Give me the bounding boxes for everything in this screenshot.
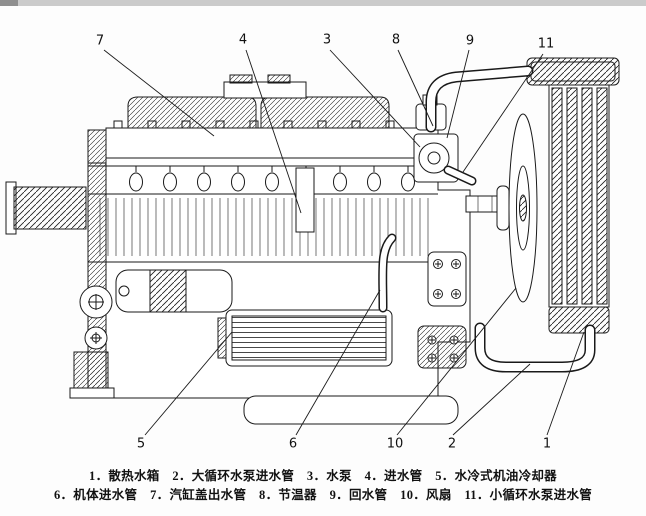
- caption-line-2: 6．机体进水管 7．汽缸盖出水管 8．节温器 9．回水管 10．风扇 11．小循…: [53, 488, 593, 502]
- callout-2: 2: [447, 436, 457, 452]
- oil-pan: [243, 395, 459, 425]
- callout-4: 4: [238, 32, 248, 48]
- engine-mount-bracket: [5, 181, 87, 235]
- front-pulleys: [79, 285, 113, 350]
- fan: [465, 113, 538, 303]
- callout-9: 9: [465, 33, 475, 49]
- rocker-covers: [127, 74, 390, 129]
- water-pump-thermostat: [413, 94, 477, 186]
- hoses: [425, 65, 596, 373]
- leader-lines: [103, 49, 585, 436]
- block-inlet-pipe: [378, 233, 397, 313]
- inlet-pipe: [295, 167, 315, 233]
- oil-cooler: [217, 309, 393, 367]
- side-plates: [417, 251, 467, 369]
- callout-6: 6: [288, 436, 298, 452]
- callout-8: 8: [391, 32, 401, 48]
- scan-edge-strip: [0, 0, 646, 6]
- callout-5: 5: [136, 436, 146, 452]
- starter-motor: [115, 269, 233, 313]
- radiator: [526, 57, 620, 334]
- caption-line-1: 1．散热水箱 2．大循环水泵进水管 3．水泵 4．进水管 5．水冷式机油冷却器: [89, 469, 557, 483]
- callout-3: 3: [322, 32, 332, 48]
- scan-edge-corner: [0, 0, 18, 6]
- callout-1: 1: [542, 436, 552, 452]
- callout-11: 11: [537, 36, 555, 52]
- callout-7: 7: [95, 33, 105, 49]
- figure-caption: 1．散热水箱 2．大循环水泵进水管 3．水泵 4．进水管 5．水冷式机油冷却器 …: [0, 467, 646, 505]
- callout-10: 10: [386, 436, 404, 452]
